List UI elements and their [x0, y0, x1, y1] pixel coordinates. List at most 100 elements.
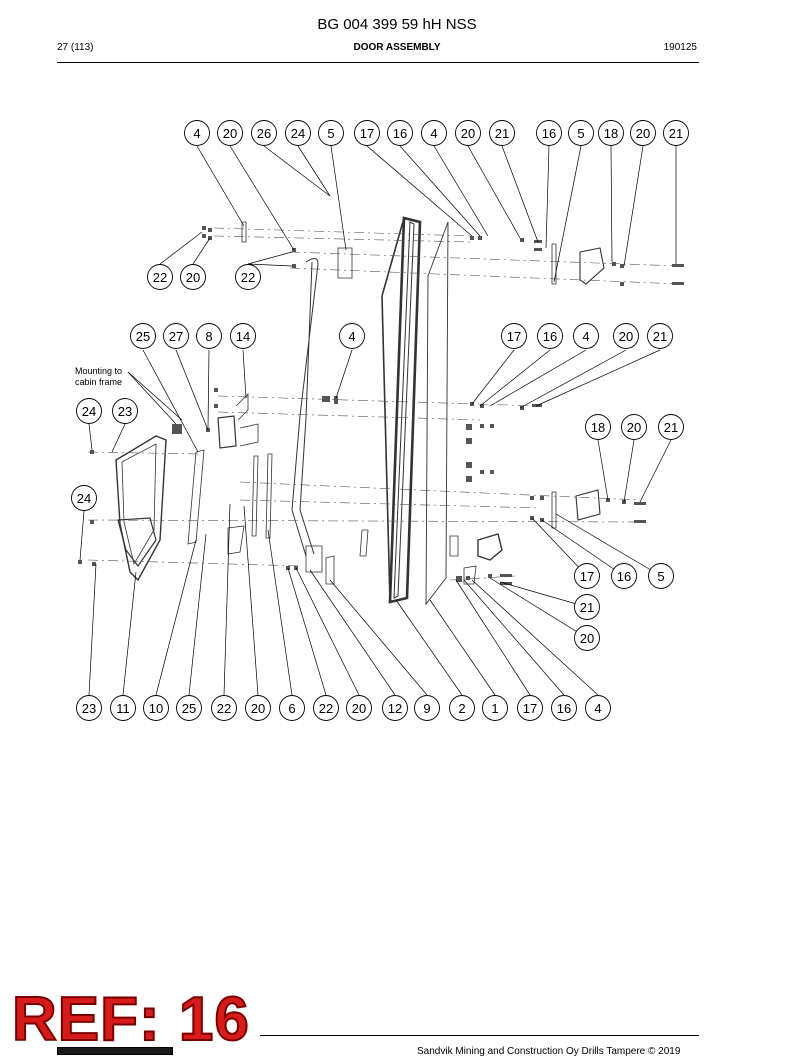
- svg-text:22: 22: [153, 270, 167, 285]
- ref-stamp: REF: 16: [11, 984, 250, 1055]
- svg-text:1: 1: [491, 701, 498, 716]
- callout-20: 20: [574, 625, 600, 651]
- callout-16: 16: [387, 120, 413, 146]
- svg-text:8: 8: [205, 329, 212, 344]
- mounting-note-line-1: Mounting to: [75, 366, 122, 376]
- callout-18: 18: [585, 414, 611, 440]
- svg-text:4: 4: [582, 329, 589, 344]
- callout-20: 20: [613, 323, 639, 349]
- svg-text:23: 23: [118, 404, 132, 419]
- svg-text:21: 21: [653, 329, 667, 344]
- callout-17: 17: [517, 695, 543, 721]
- svg-text:5: 5: [657, 569, 664, 584]
- svg-text:21: 21: [669, 126, 683, 141]
- callout-11: 11: [110, 695, 136, 721]
- svg-text:22: 22: [319, 701, 333, 716]
- callout-20: 20: [455, 120, 481, 146]
- svg-text:16: 16: [393, 126, 407, 141]
- svg-text:20: 20: [352, 701, 366, 716]
- svg-text:21: 21: [495, 126, 509, 141]
- svg-text:20: 20: [619, 329, 633, 344]
- callout-18: 18: [598, 120, 624, 146]
- svg-text:9: 9: [423, 701, 430, 716]
- callout-20: 20: [346, 695, 372, 721]
- callout-10: 10: [143, 695, 169, 721]
- callout-24: 24: [76, 398, 102, 424]
- callout-24: 24: [71, 485, 97, 511]
- callout-21: 21: [489, 120, 515, 146]
- svg-text:26: 26: [257, 126, 271, 141]
- callout-6: 6: [279, 695, 305, 721]
- svg-text:5: 5: [327, 126, 334, 141]
- callout-4: 4: [585, 695, 611, 721]
- callout-22: 22: [313, 695, 339, 721]
- svg-text:25: 25: [136, 329, 150, 344]
- callout-20: 20: [217, 120, 243, 146]
- svg-text:16: 16: [542, 126, 556, 141]
- callout-24: 24: [285, 120, 311, 146]
- callout-17: 17: [354, 120, 380, 146]
- svg-text:22: 22: [241, 270, 255, 285]
- svg-text:4: 4: [430, 126, 437, 141]
- callout-22: 22: [211, 695, 237, 721]
- callout-1: 1: [482, 695, 508, 721]
- callout-23: 23: [76, 695, 102, 721]
- svg-text:18: 18: [591, 420, 605, 435]
- callout-5: 5: [318, 120, 344, 146]
- svg-text:14: 14: [236, 329, 250, 344]
- callout-5: 5: [648, 563, 674, 589]
- callout-16: 16: [611, 563, 637, 589]
- callout-16: 16: [537, 323, 563, 349]
- svg-text:20: 20: [461, 126, 475, 141]
- svg-text:27: 27: [169, 329, 183, 344]
- callout-4: 4: [573, 323, 599, 349]
- svg-text:5: 5: [577, 126, 584, 141]
- svg-text:23: 23: [82, 701, 96, 716]
- callout-25: 25: [176, 695, 202, 721]
- svg-text:17: 17: [580, 569, 594, 584]
- svg-text:21: 21: [664, 420, 678, 435]
- page-number: 27 (113): [57, 42, 94, 53]
- callout-2: 2: [449, 695, 475, 721]
- callout-5: 5: [568, 120, 594, 146]
- callout-27: 27: [163, 323, 189, 349]
- svg-text:20: 20: [580, 631, 594, 646]
- section-title: DOOR ASSEMBLY: [353, 42, 441, 53]
- svg-text:12: 12: [388, 701, 402, 716]
- callout-8: 8: [196, 323, 222, 349]
- callout-17: 17: [574, 563, 600, 589]
- svg-text:11: 11: [116, 701, 130, 716]
- svg-text:10: 10: [149, 701, 163, 716]
- callout-12: 12: [382, 695, 408, 721]
- callout-4: 4: [339, 323, 365, 349]
- callout-4: 4: [421, 120, 447, 146]
- svg-text:25: 25: [182, 701, 196, 716]
- svg-text:20: 20: [251, 701, 265, 716]
- callout-20: 20: [621, 414, 647, 440]
- callout-9: 9: [414, 695, 440, 721]
- callout-22: 22: [235, 264, 261, 290]
- svg-text:20: 20: [636, 126, 650, 141]
- copyright-footer: Sandvik Mining and Construction Oy Drill…: [417, 1046, 681, 1057]
- callout-26: 26: [251, 120, 277, 146]
- svg-text:4: 4: [193, 126, 200, 141]
- callout-21: 21: [663, 120, 689, 146]
- svg-text:17: 17: [507, 329, 521, 344]
- callout-20: 20: [245, 695, 271, 721]
- callout-17: 17: [501, 323, 527, 349]
- svg-text:20: 20: [627, 420, 641, 435]
- svg-text:17: 17: [523, 701, 537, 716]
- callout-14: 14: [230, 323, 256, 349]
- mounting-note-line-2: cabin frame: [75, 377, 122, 387]
- footer-rule: [260, 1035, 699, 1036]
- callout-20: 20: [180, 264, 206, 290]
- svg-text:20: 20: [186, 270, 200, 285]
- svg-text:24: 24: [77, 491, 91, 506]
- svg-text:22: 22: [217, 701, 231, 716]
- document-date: 190125: [663, 42, 697, 53]
- svg-text:24: 24: [82, 404, 96, 419]
- header-rule: [57, 62, 699, 63]
- callout-23: 23: [112, 398, 138, 424]
- callout-22: 22: [147, 264, 173, 290]
